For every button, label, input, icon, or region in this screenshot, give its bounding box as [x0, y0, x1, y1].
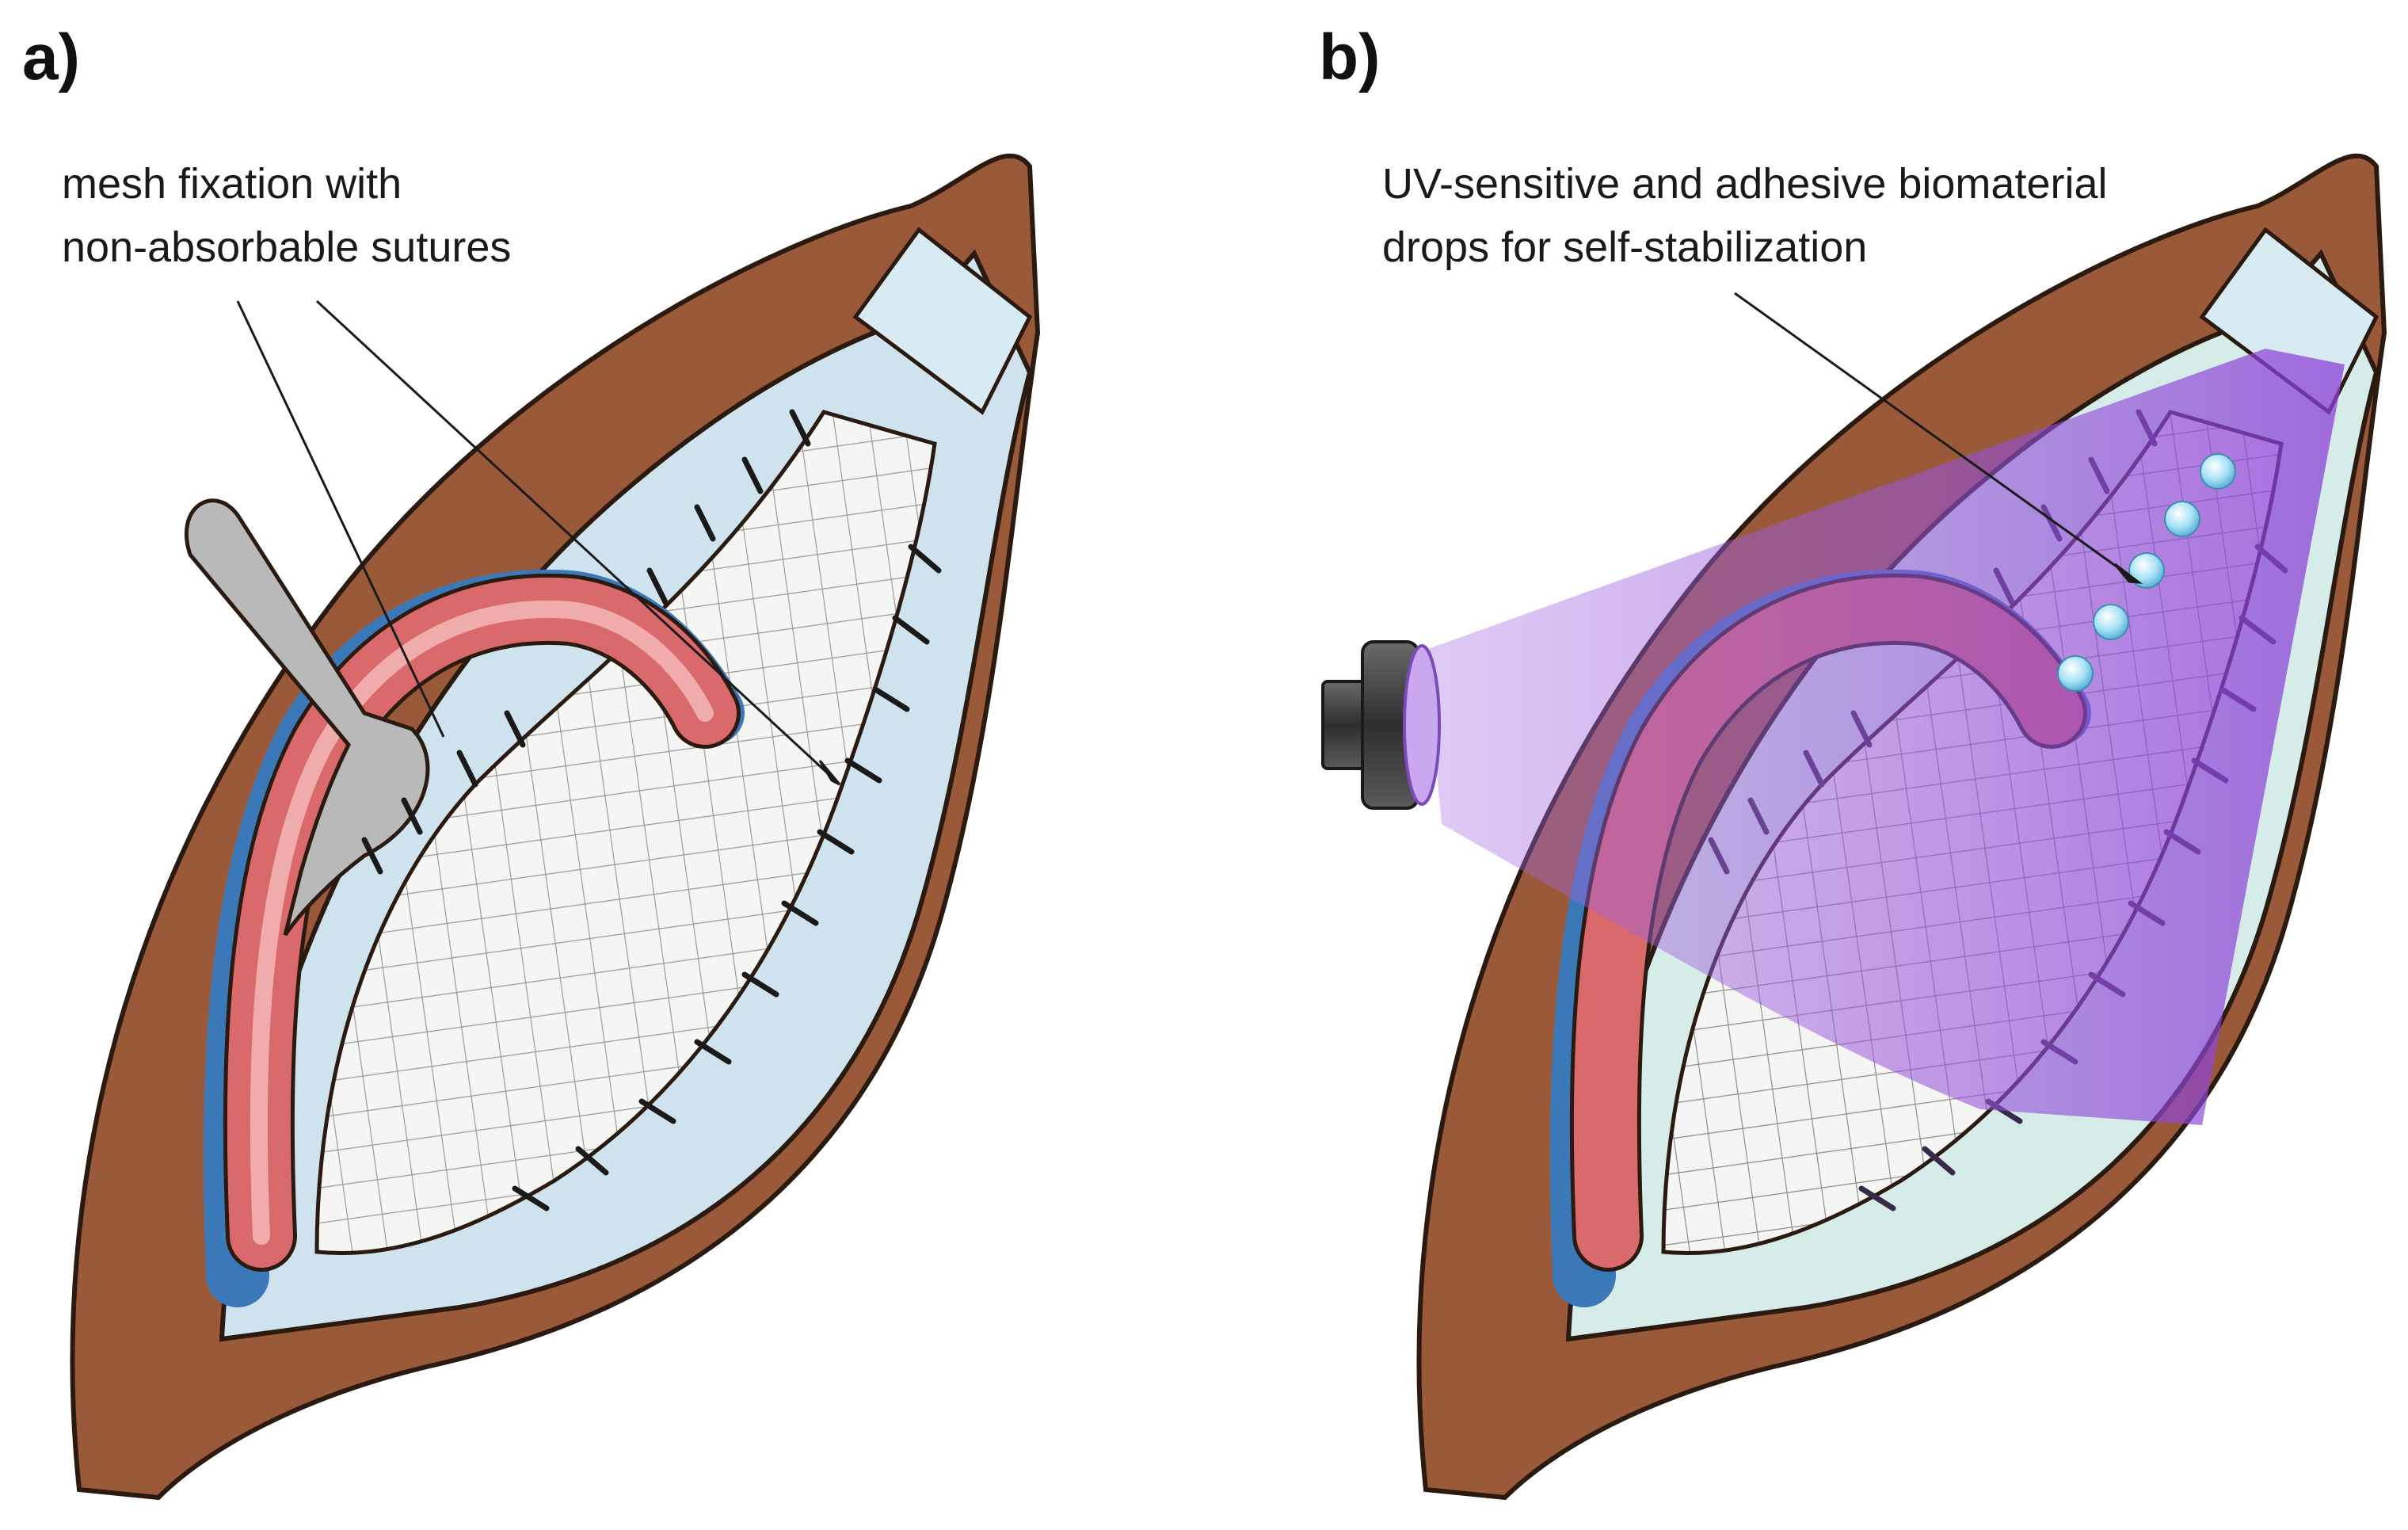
panel-a: a) mesh fixation with non-absorbable sut… — [22, 21, 1041, 1501]
uv-lamp-icon — [1321, 640, 1441, 810]
panel-label-b: b) — [1319, 21, 1380, 93]
sutures-a — [361, 409, 942, 1211]
mesh-implant — [314, 410, 937, 1256]
adhesive-drop — [2164, 501, 2200, 537]
annotation-a-line2: non-absorbable sutures — [62, 223, 511, 271]
adhesive-drop — [2128, 552, 2165, 589]
annotation-b-line2: drops for self-stabilization — [1382, 223, 1867, 271]
leader-lines-b — [1734, 292, 2143, 584]
panel-b: b) UV-sensitive and adhesive biomaterial… — [1319, 21, 2387, 1501]
uv-beam — [1426, 349, 2345, 1125]
annotation-a-line1: mesh fixation with — [62, 160, 402, 208]
adhesive-drop — [2057, 655, 2094, 692]
adhesive-drop — [2200, 453, 2236, 490]
leader-lines-a — [236, 300, 841, 786]
blood-vessel-highlight — [250, 601, 714, 1245]
adhesive-drops — [2057, 453, 2236, 692]
retractor-icon — [184, 498, 430, 937]
annotation-b-line1: UV-sensitive and adhesive biomaterial — [1382, 160, 2108, 208]
adhesive-drop — [2093, 604, 2129, 640]
cuff — [852, 227, 1033, 415]
panel-label-a: a) — [22, 21, 80, 93]
